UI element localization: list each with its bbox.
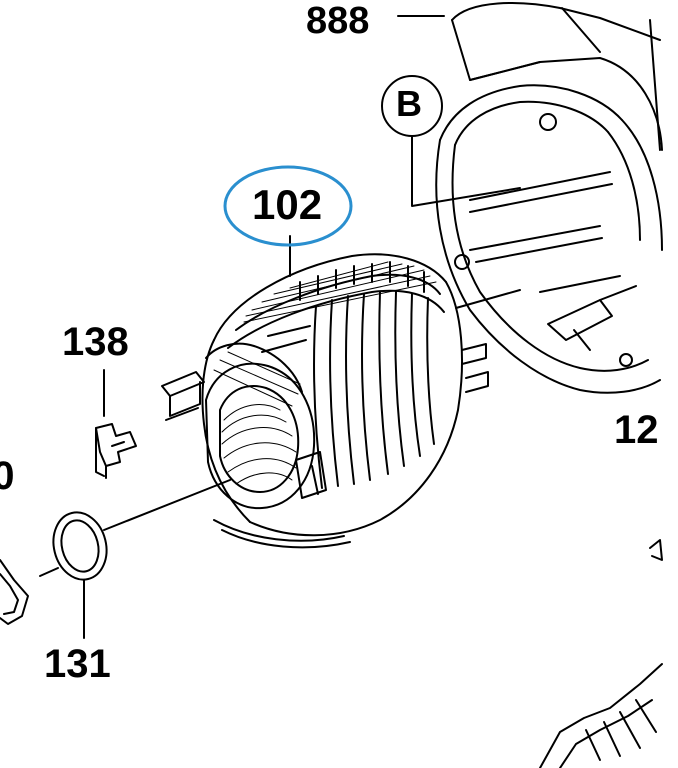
part-label-30-partial: 30 (0, 454, 15, 498)
part-label-888: 888 (306, 0, 370, 42)
ring-131 (52, 511, 108, 581)
callout-circle-b (381, 75, 443, 137)
part-label-131: 131 (44, 642, 111, 686)
motor-housing (435, 2, 663, 394)
part-label-12-partial: 12 (614, 408, 659, 452)
partial-part-right (539, 539, 663, 768)
axis-line-left (103, 479, 231, 531)
axis-line-far-left (39, 567, 59, 577)
clip-138 (95, 423, 137, 479)
axis-line-right (455, 289, 521, 309)
part-label-138: 138 (62, 320, 129, 364)
leader-b (411, 135, 521, 207)
partial-part-left (0, 559, 29, 625)
reference-label-b: B (396, 83, 422, 124)
part-label-102: 102 (252, 181, 323, 228)
stator-field-coil (161, 253, 489, 549)
highlight-ellipse (223, 165, 353, 247)
